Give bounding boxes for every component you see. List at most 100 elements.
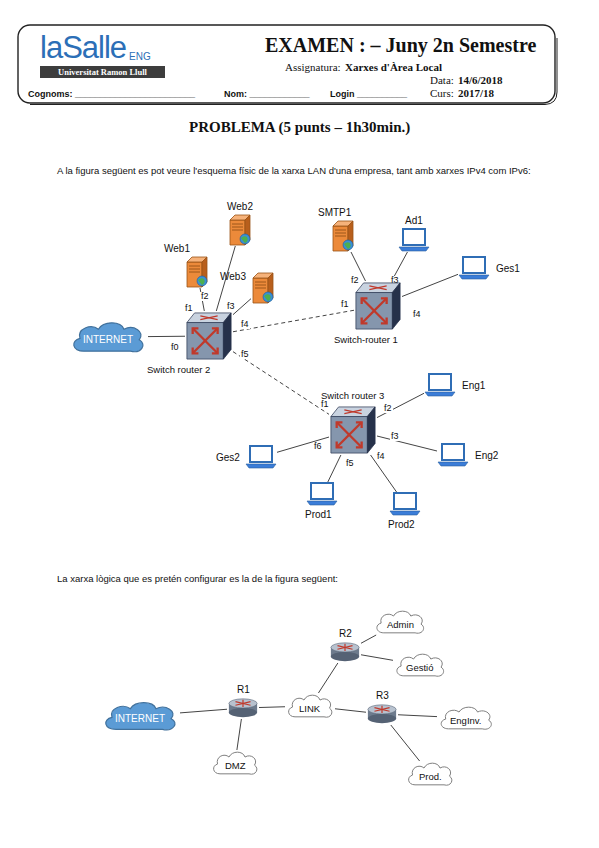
laptop-icon (306, 482, 338, 506)
port-label: f2 (200, 292, 210, 301)
node-label: Ges2 (216, 452, 240, 463)
network-link (328, 455, 341, 482)
router-icon (329, 641, 361, 663)
laptop-icon (424, 373, 456, 397)
logo-suffix: ENG (129, 51, 151, 62)
node-label: Eng2 (475, 450, 498, 461)
network-cloud: DMZ (210, 750, 260, 776)
node-label: INTERNET (115, 713, 165, 724)
node-label: R2 (339, 628, 352, 639)
internet-cloud: INTERNET (68, 320, 148, 354)
node-label: INTERNET (83, 334, 133, 345)
node-label: Gestió (406, 662, 433, 673)
trunk-link (233, 310, 354, 331)
year-value: 2017/18 (458, 87, 494, 99)
network-link (233, 299, 251, 315)
port-label: f3 (226, 302, 236, 311)
node-label: Web2 (227, 201, 253, 212)
network-link (259, 706, 285, 708)
node-label: Switch router 2 (147, 364, 210, 375)
node-label: Eng1 (462, 380, 485, 391)
problem-title: PROBLEMA (5 punts – 1h30min.) (189, 119, 410, 136)
server-icon (331, 220, 355, 252)
date-value: 14/6/2018 (458, 74, 503, 86)
node-label: LINK (299, 703, 320, 714)
node-label: Prod1 (305, 509, 332, 520)
laptop: Ges2 (245, 445, 277, 469)
cube-icon (185, 311, 233, 361)
server-icon (228, 214, 252, 246)
port-label: f1 (340, 300, 350, 309)
subject-value: Xarxes d'Àrea Local (345, 61, 442, 73)
node-label: Ges1 (496, 263, 520, 274)
logic-paragraph: La xarxa lògica que es pretén configurar… (57, 573, 338, 584)
web-server: Web3 (251, 272, 275, 304)
node-label: Prod. (419, 771, 442, 782)
network-link (361, 655, 393, 661)
name-field: Nom: ____________ (224, 89, 310, 99)
network-link (335, 709, 366, 712)
switch-router: Switch-router 1 (354, 281, 402, 331)
cube-icon (354, 281, 402, 331)
port-label: f4 (412, 310, 422, 319)
mail-server: SMTP1 (331, 220, 355, 252)
date-key: Data: (430, 74, 454, 86)
network-cloud: Admin (373, 609, 427, 635)
port-label: f5 (345, 459, 355, 468)
cube-icon (329, 405, 377, 455)
exam-heading: EXAMEN : – Juny 2n Semestre (265, 34, 536, 57)
internet-cloud: INTERNET (100, 700, 180, 732)
network-link (398, 715, 437, 717)
port-label: f5 (240, 350, 250, 359)
node-label: Admin (387, 619, 414, 630)
port-label: f4 (376, 452, 386, 461)
network-link (318, 663, 337, 693)
network-link (148, 336, 185, 337)
port-label: f2 (350, 276, 360, 285)
logo-word: laSalle (40, 30, 126, 66)
network-link (237, 719, 242, 750)
node-label: Web3 (220, 271, 246, 282)
laptop: Prod1 (306, 482, 338, 506)
switch-router: Switch router 3 (329, 405, 377, 455)
node-label: R1 (237, 684, 250, 695)
laptop: Ad1 (398, 228, 430, 252)
router-icon (227, 697, 259, 719)
intro-paragraph: A la figura següent es pot veure l'esque… (57, 160, 557, 182)
web-server: Web1 (185, 256, 209, 288)
laptop-icon (398, 228, 430, 252)
network-link (277, 437, 329, 452)
network-cloud: EngInv. (437, 705, 495, 731)
laptop: Prod2 (389, 492, 421, 516)
port-label: f2 (383, 404, 393, 413)
logo-bar (40, 66, 165, 78)
port-label: f6 (313, 442, 323, 451)
laptop-icon (437, 443, 469, 467)
subject-key: Assignatura: (285, 61, 341, 73)
node-label: R3 (376, 690, 389, 701)
web-server: Web2 (228, 214, 252, 246)
switch-router: Switch router 2 (185, 311, 233, 361)
node-label: Prod2 (388, 519, 415, 530)
node-label: Ad1 (405, 215, 423, 226)
login-field: Login __________ (330, 89, 407, 99)
network-cloud: Prod. (405, 761, 455, 787)
router: R1 (227, 697, 259, 719)
port-label: f3 (390, 432, 400, 441)
node-label: Web1 (164, 243, 190, 254)
server-icon (251, 272, 275, 304)
year-key: Curs: (430, 87, 454, 99)
network-cloud: LINK (285, 693, 335, 719)
laptop-icon (458, 256, 490, 280)
port-label: f1 (320, 400, 330, 409)
port-label: f4 (240, 320, 250, 329)
laptop-icon (389, 492, 421, 516)
router: R2 (329, 641, 361, 663)
network-link (361, 635, 376, 643)
laptop: Eng1 (424, 373, 456, 397)
network-link (180, 709, 227, 713)
network-link (402, 274, 458, 296)
router: R3 (366, 703, 398, 725)
logo-university: Universitat Ramon Llull (40, 67, 165, 77)
